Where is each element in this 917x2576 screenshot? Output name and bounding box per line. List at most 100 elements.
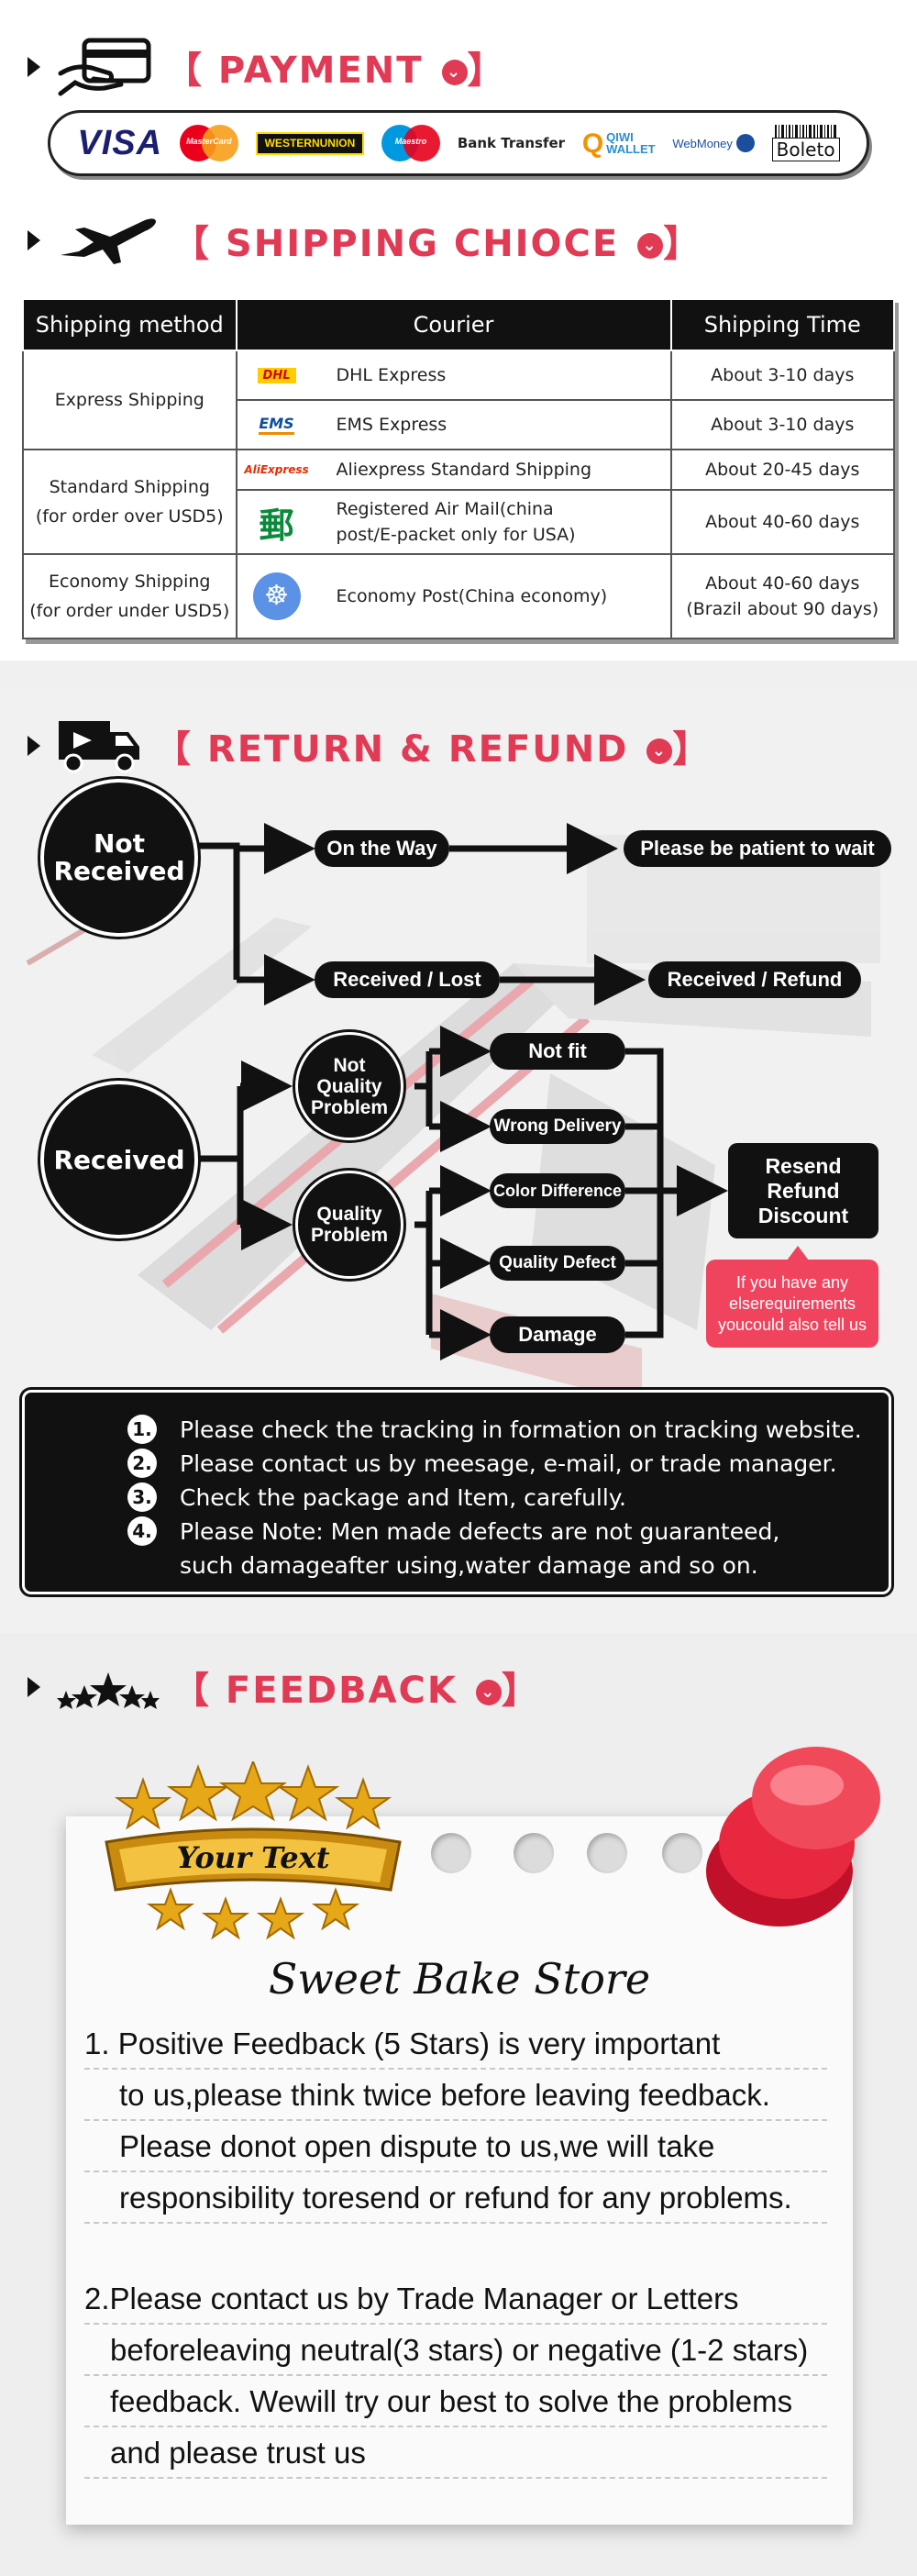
refund-title: 【 RETURN & REFUND ⌄】 [154,728,712,771]
feedback-section: 【 FEEDBACK ⌄】 Your Text Sweet Bake Store… [0,1633,917,2576]
resend-line2: Refund [767,1178,840,1203]
chevron-down-icon: ⌄ [441,60,468,85]
method-standard: Standard Shipping (for order over USD5) [22,449,238,555]
mastercard-logo: MasterCard [179,125,238,161]
received-refund-pill: Received / Refund [648,961,861,998]
feedback-line: Please donot open dispute to us,we will … [84,2121,827,2172]
table-row: Express Shipping DHL DHL Express About 3-… [22,350,896,450]
not-received-line2: Received [53,856,185,886]
not-fit-pill: Not fit [490,1033,625,1070]
paper-hole [587,1833,627,1873]
courier-cell: DHL DHL Express [235,350,672,401]
dhl-logo: DHL [257,367,296,383]
courier-name-line1: Registered Air Mail(china [336,499,554,519]
feedback-line: to us,please think twice before leaving … [84,2070,827,2121]
western-union-logo: WESTERN UNION [255,131,365,155]
courier-name: DHL Express [336,365,447,385]
method-economy: Economy Shipping (for order under USD5) [22,553,238,639]
shipping-time: About 20-45 days [669,449,896,491]
shipping-time: About 40-60 days [669,489,896,555]
method-economy-label: Economy Shipping [49,572,211,592]
table-row: Standard Shipping (for order over USD5) A… [22,449,896,555]
feedback-title: 【 FEEDBACK ⌄】 [172,1670,540,1712]
courier-cell: 郵 Registered Air Mail(china post/E-packet … [235,489,672,555]
airplane-icon [61,218,156,264]
tip-number: 2. [127,1449,157,1478]
header-shipping-time: Shipping Time [669,298,896,351]
bullet-arrow-icon [28,1677,40,1697]
tip-item: 1.Please check the tracking in formation… [127,1413,889,1447]
paper-hole [662,1833,702,1873]
damage-pill: Damage [490,1316,625,1353]
tip-item: 4.Please Note: Men made defects are not … [127,1515,889,1582]
nqp-line2: Quality [316,1075,382,1097]
tip-text: Check the package and Item, carefully. [180,1484,626,1511]
shipping-title-text: 【 SHIPPING CHIOCE [172,223,620,265]
tip-text: Please contact us by meesage, e-mail, or… [180,1450,837,1477]
feedback-header: 【 FEEDBACK ⌄】 [28,1660,540,1714]
shipping-header: 【 SHIPPING CHIOCE ⌄】 [28,214,702,267]
stars-icon [57,1672,160,1709]
resend-line1: Resend [765,1153,842,1178]
refund-title-text: 【 RETURN & REFUND [154,728,629,771]
refund-section: 【 RETURN & REFUND ⌄】 [0,688,917,1633]
method-standard-note: (for order over USD5) [35,506,224,527]
method-standard-label: Standard Shipping [49,477,210,497]
wu-line1: WESTERN [264,136,320,150]
tip-number: 1. [127,1415,157,1444]
time-line1: About 40-60 days [705,573,860,594]
shipping-section: 【 SHIPPING CHIOCE ⌄】 Shipping method Cou… [0,188,917,688]
chevron-down-icon: ⌄ [637,233,664,259]
feedback-line: responsibility toresend or refund for an… [84,2172,827,2224]
ems-logo: EMS [259,415,294,435]
bank-transfer-logo: Bank Transfer [457,135,566,151]
courier-name: Registered Air Mail(china post/E-packet o… [316,496,576,548]
time-line2: (Brazil about 90 days) [686,599,879,619]
shipping-title: 【 SHIPPING CHIOCE ⌄】 [172,223,702,265]
maestro-logo: Maestro [381,125,441,161]
paper-hole [514,1833,554,1873]
wu-line2: UNION [319,136,356,150]
method-express: Express Shipping [22,350,238,450]
mastercard-label: MasterCard [186,137,232,146]
store-name: Sweet Bake Store [268,1954,651,2004]
un-globe-icon: ☸ [252,572,301,620]
courier-cell: EMS EMS Express [235,399,672,450]
qiwi-line2: WALLET [606,142,656,156]
china-post-icon: 郵 [259,505,294,546]
courier-name-line2: post/E-packet only for USA) [336,525,576,545]
paper-hole [431,1833,471,1873]
shipping-time: About 3-10 days [669,350,896,401]
payment-header: 【 PAYMENT ⌄】 [28,37,506,97]
table-row: Economy Shipping (for order under USD5) ☸… [22,553,896,639]
table-header-row: Shipping method Courier Shipping Time [22,298,896,351]
boleto-logo: Boleto [771,125,840,161]
received-lost-pill: Received / Lost [315,961,500,998]
globe-icon [735,134,755,152]
table-row: 郵 Registered Air Mail(china post/E-packet … [23,489,896,555]
nqp-line3: Problem [310,1096,389,1118]
refund-header: 【 RETURN & REFUND ⌄】 [28,717,711,774]
feedback-line: 1. Positive Feedback (5 Stars) is very i… [84,2018,827,2070]
barcode-icon [774,125,836,138]
courier-cell: ☸Economy Post(China economy) [235,553,672,639]
flow-connectors [198,823,728,1360]
webmoney-label: WebMoney [672,136,733,150]
header-shipping-method: Shipping method [22,298,238,351]
method-express-label: Express Shipping [54,390,204,410]
payment-methods-bar: VISA MasterCard WESTERN UNION Maestro Ba… [48,110,869,176]
maestro-label: Maestro [394,137,427,146]
red-pushpin-icon [706,1747,880,1926]
badge-text: Your Text [176,1840,330,1875]
payment-title: 【 PAYMENT ⌄】 [165,50,506,92]
qp-line2: Problem [310,1225,389,1246]
qiwi-line1: QIWI [606,130,634,144]
color-difference-pill: Color Difference [490,1173,625,1208]
bullet-arrow-icon [28,57,40,77]
feedback-line: feedback. Wewill try our best to solve t… [84,2376,827,2427]
method-economy-note: (for order under USD5) [29,601,230,621]
courier-name: EMS Express [336,415,447,435]
quality-defect-pill: Quality Defect [490,1246,625,1281]
